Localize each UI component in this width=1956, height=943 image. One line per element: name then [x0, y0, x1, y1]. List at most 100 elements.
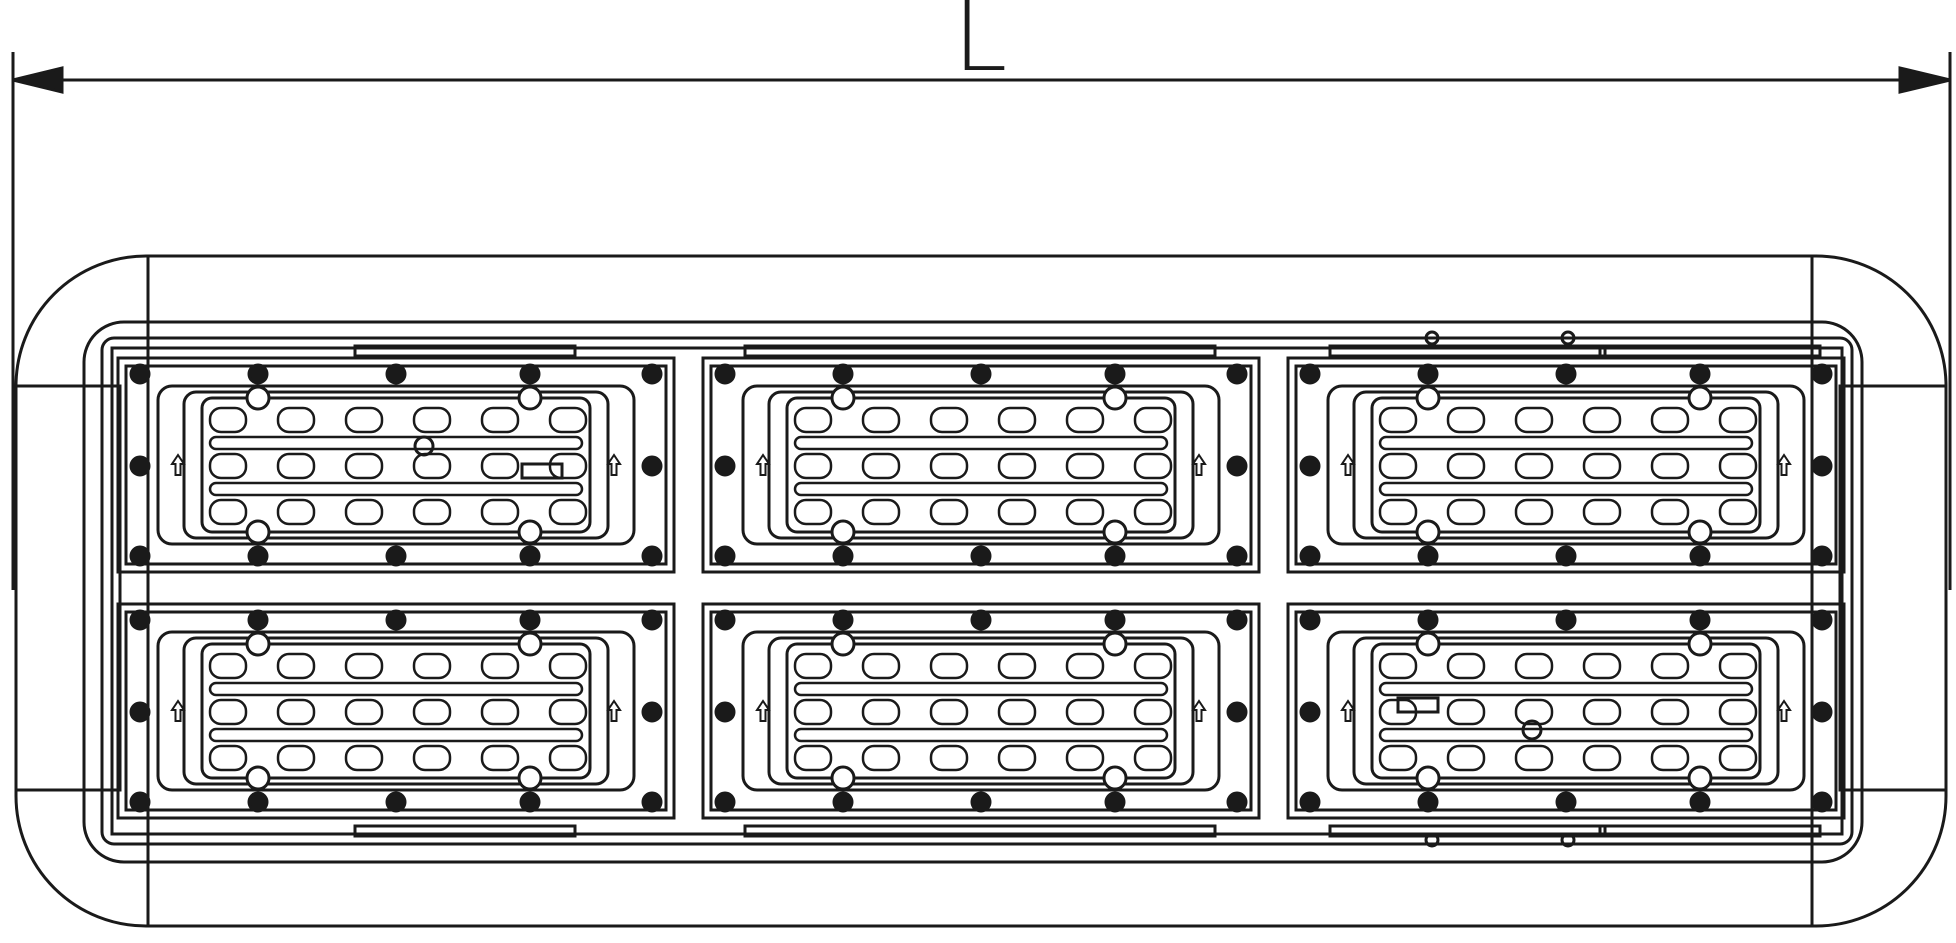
contact-slot-r3-c5: [1065, 744, 1105, 772]
latch-ring-1: [245, 385, 271, 411]
bottom-rail-3: [1328, 824, 1607, 838]
screw-10: [1555, 545, 1577, 567]
tag-plate-2: [1396, 696, 1440, 714]
contact-slot-r2-c6: [1133, 698, 1173, 726]
screw-11: [1104, 791, 1126, 813]
contact-slot-r3-c3: [929, 498, 969, 526]
contact-slot-r3-c5: [1650, 498, 1690, 526]
contact-slot-r1-c2: [276, 652, 316, 680]
dimension-line: [11, 52, 1952, 590]
screw-11: [519, 791, 541, 813]
latch-ring-4: [1102, 765, 1128, 791]
inner-rounded-frame: [82, 320, 1864, 864]
module-outer-frame: [1286, 356, 1846, 574]
contact-slot-r1-c6: [548, 406, 588, 434]
enclosure-body: [14, 254, 1948, 928]
screw-9: [832, 791, 854, 813]
contact-slot-r1-c5: [1650, 652, 1690, 680]
screw-2: [1417, 609, 1439, 631]
contact-slot-r1-c4: [1582, 652, 1622, 680]
contact-slot-r3-c6: [548, 498, 588, 526]
module-tray-inner: [110, 346, 1844, 836]
screw-1: [714, 363, 736, 385]
contact-slot-r1-c6: [1718, 406, 1758, 434]
latch-ring-3: [245, 519, 271, 545]
connector-module-6: [1286, 602, 1846, 820]
right-arrow-head: [1898, 66, 1951, 94]
contact-slot-r2-c4: [1582, 698, 1622, 726]
orientation-arrow-1: [1340, 453, 1356, 476]
screw-4: [519, 609, 541, 631]
contact-slot-r3-c3: [344, 498, 384, 526]
contact-slot-r1-c5: [480, 406, 520, 434]
screw-6: [129, 701, 151, 723]
screw-12: [1811, 791, 1833, 813]
top-rail-1: [353, 344, 577, 358]
contact-slot-r3-c4: [997, 498, 1037, 526]
contact-slot-r2-c5: [480, 452, 520, 480]
latch-ring-1: [1415, 631, 1441, 657]
top-rail-2: [743, 344, 1217, 358]
contact-slot-r3-c2: [861, 744, 901, 772]
screw-8: [129, 791, 151, 813]
dimension-label: L: [952, 0, 1008, 94]
contact-slot-r1-c4: [997, 406, 1037, 434]
contact-slot-r1-c2: [276, 406, 316, 434]
contact-slot-r3-c6: [548, 744, 588, 772]
bottom-rail-2: [743, 824, 1217, 838]
contact-slot-r3-c6: [1133, 498, 1173, 526]
top-rail-3: [1328, 344, 1607, 358]
contact-slot-r3-c3: [1514, 498, 1554, 526]
latch-ring-4: [517, 765, 543, 791]
contact-slot-r2-c3: [344, 698, 384, 726]
contact-slot-r2-c2: [861, 698, 901, 726]
contact-slot-r1-c1: [793, 406, 833, 434]
screw-8: [1299, 791, 1321, 813]
orientation-arrow-2: [1191, 453, 1207, 476]
screw-1: [1299, 609, 1321, 631]
insert-inner: [767, 636, 1195, 786]
contact-slot-r2-c5: [1650, 452, 1690, 480]
screw-9: [1417, 791, 1439, 813]
latch-ring-2: [517, 385, 543, 411]
contact-slot-r1-c6: [1133, 652, 1173, 680]
contact-slot-r2-c2: [861, 452, 901, 480]
screw-2: [247, 609, 269, 631]
module-tray: [100, 336, 1854, 846]
contact-slot-r3-c1: [208, 498, 248, 526]
contact-slot-r2-c3: [1514, 698, 1554, 726]
insert-outer: [741, 384, 1221, 546]
insert-inner: [182, 636, 610, 786]
screw-10: [1555, 791, 1577, 813]
screw-5: [1226, 363, 1248, 385]
latch-ring-4: [1102, 519, 1128, 545]
latch-ring-2: [1687, 631, 1713, 657]
contact-slot-r3-c4: [412, 744, 452, 772]
contact-slot-r3-c6: [1133, 744, 1173, 772]
contact-slot-r3-c2: [1446, 498, 1486, 526]
latch-ring-2: [1687, 385, 1713, 411]
latch-ring-2: [1102, 385, 1128, 411]
contact-slot-r1-c5: [1065, 652, 1105, 680]
top-rail-4: [1598, 344, 1822, 358]
contact-slot-r2-c2: [1446, 452, 1486, 480]
contact-slot-r1-c5: [1650, 406, 1690, 434]
connector-module-2: [701, 356, 1261, 574]
screw-11: [1104, 545, 1126, 567]
bottom-rail-1: [353, 824, 577, 838]
mounting-ring-3: [1424, 832, 1440, 848]
orientation-arrow-1: [755, 699, 771, 722]
insert-outer: [156, 384, 636, 546]
screw-6: [714, 701, 736, 723]
contact-slot-r3-c1: [1378, 744, 1418, 772]
contact-slot-r1-c2: [861, 652, 901, 680]
contact-slot-r3-c2: [276, 498, 316, 526]
contact-slot-r3-c5: [1065, 498, 1105, 526]
module-outer-frame: [116, 356, 676, 574]
contact-slot-r1-c1: [793, 652, 833, 680]
tag-plate-1: [520, 462, 564, 480]
contact-slot-r1-c3: [929, 652, 969, 680]
screw-1: [129, 609, 151, 631]
latch-ring-3: [1415, 765, 1441, 791]
